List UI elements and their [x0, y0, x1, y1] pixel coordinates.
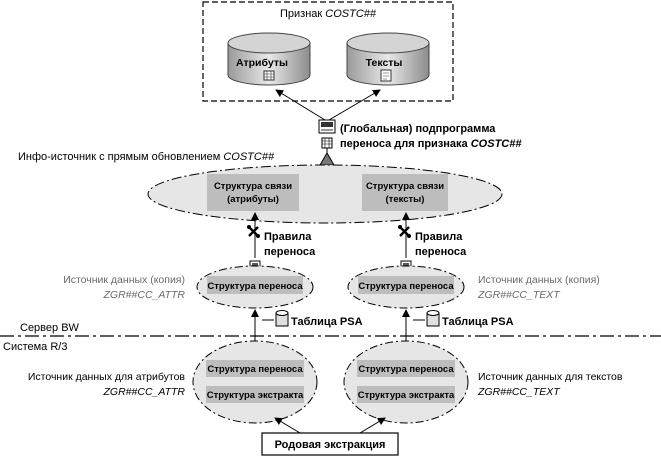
- extract-structure-left-label: Структура экстракта: [207, 390, 304, 401]
- table-icon: [263, 70, 275, 81]
- system-r3-label: Система R/3: [3, 341, 67, 353]
- texts-label: Тексты: [366, 57, 403, 69]
- comm-struct-attributes-line2: (атрибуты): [227, 194, 279, 205]
- generic-extraction-label: Родовая экстракция: [275, 439, 386, 451]
- comm-struct-attributes: [207, 174, 299, 211]
- datasource-text-ellipse: [343, 340, 469, 424]
- characteristic-box: [202, 1, 454, 102]
- texts-cylinder: Тексты: [346, 32, 430, 86]
- datasource-text-name: ZGR##CC_TEXT: [477, 386, 561, 398]
- psa-database-icon-right: [426, 310, 440, 327]
- transfer-program-line2: переноса для признака COSTC##: [340, 138, 522, 150]
- generic-extraction-box: [261, 432, 399, 456]
- transfer-structure-left-label: Структура переноса: [207, 281, 303, 292]
- psa-database-icon-left: [275, 310, 289, 327]
- transfer-rules-icon-left: [247, 225, 260, 238]
- transfer-structure-r3-left: [206, 360, 304, 377]
- transfer-structure-r3-right: [357, 360, 455, 377]
- datasource-attr-ellipse: [192, 340, 318, 424]
- attributes-cylinder: Атрибуты: [227, 32, 311, 86]
- transfer-rules-icon-right: [398, 225, 411, 238]
- transfer-rules-right-line1: Правила: [415, 231, 463, 243]
- transfer-structure-right-label: Структура переноса: [358, 281, 454, 292]
- comm-struct-texts-line2: (тексты): [386, 194, 425, 205]
- comm-struct-attributes-line1: Структура связи: [214, 181, 292, 192]
- grid-icon: [321, 137, 333, 149]
- extract-structure-left: [206, 386, 304, 403]
- transfer-program-line1: (Глобальная) подпрограмма: [340, 123, 496, 135]
- document-icon: [380, 69, 392, 82]
- datasource-attr-label: Источник данных для атрибутов: [28, 371, 186, 383]
- psa-table-left-label: Таблица PSA: [291, 316, 363, 328]
- program-icon: [318, 119, 336, 134]
- transfer-structure-left: [207, 276, 303, 294]
- datasource-text-label: Источник данных для текстов: [478, 371, 623, 383]
- warning-triangle-icon: [319, 152, 335, 166]
- comm-struct-texts: [362, 174, 448, 211]
- characteristic-title: Признак COSTC##: [280, 8, 377, 20]
- transfer-rules-left-line1: Правила: [264, 231, 312, 243]
- datasource-copy-right-name: ZGR##CC_TEXT: [477, 289, 561, 301]
- comm-struct-texts-line1: Структура связи: [366, 181, 444, 192]
- transfer-structure-r3-right-label: Структура переноса: [358, 364, 454, 375]
- extract-structure-right: [357, 386, 455, 403]
- server-bw-label: Сервер BW: [20, 322, 80, 334]
- transfer-rules-left-line2: переноса: [264, 246, 316, 258]
- extract-structure-right-label: Структура экстракта: [358, 390, 455, 401]
- datasource-copy-right-label: Источник данных (копия): [478, 274, 600, 286]
- datasource-copy-left-name: ZGR##CC_ATTR: [103, 289, 186, 301]
- datasource-attr-name: ZGR##CC_ATTR: [103, 386, 186, 398]
- attributes-label: Атрибуты: [236, 57, 288, 69]
- transfer-rules-right-line2: переноса: [415, 246, 467, 258]
- infosource-ellipse: [147, 164, 503, 224]
- infosource-label: Инфо-источник с прямым обновлением COSTC…: [18, 151, 275, 163]
- psa-table-right-label: Таблица PSA: [442, 316, 514, 328]
- transfer-structure-right: [358, 276, 454, 294]
- transfer-structure-r3-left-label: Структура переноса: [207, 364, 303, 375]
- datasource-copy-left-label: Источник данных (копия): [63, 274, 185, 286]
